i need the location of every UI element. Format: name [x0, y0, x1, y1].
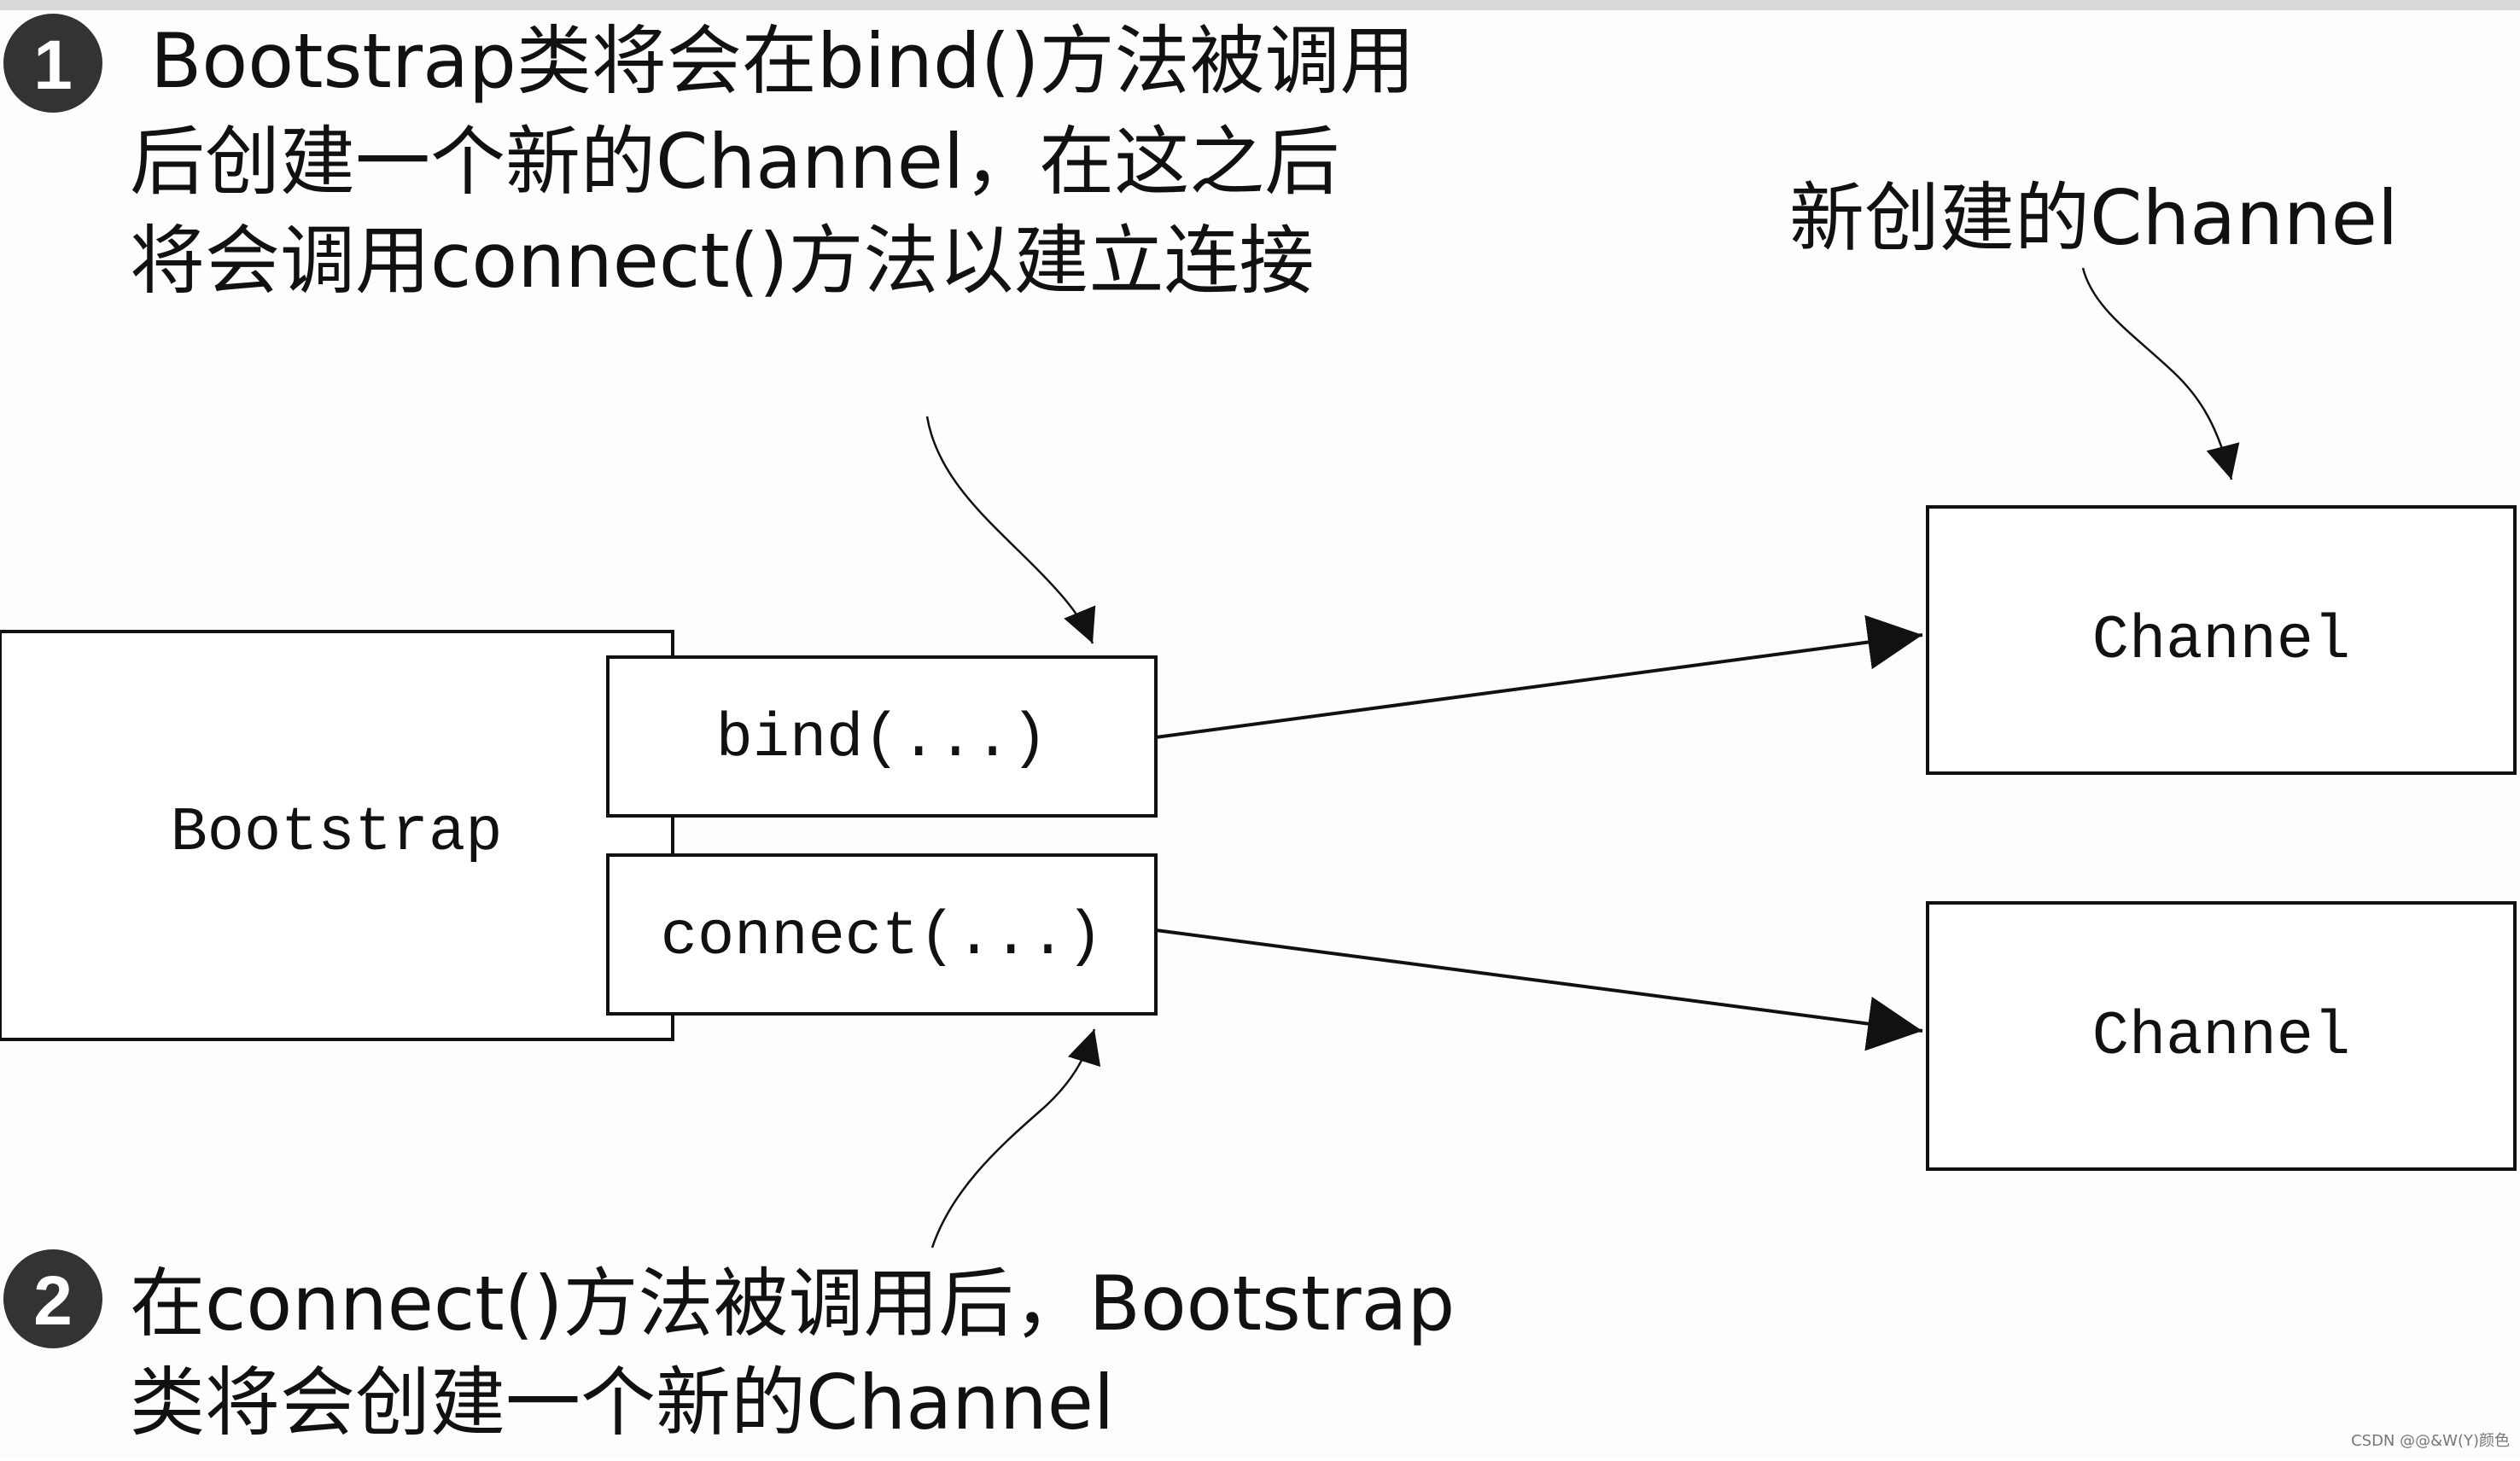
bootstrap-label: Bootstrap [171, 798, 503, 868]
new-channel-note: 新创建的Channel [1789, 174, 2398, 262]
channel-top-box [1926, 505, 2517, 775]
bind-to-channel-arrow [1155, 614, 1923, 739]
watermark: CSDN @@&W(Y)颜色 [2351, 1432, 2510, 1450]
connect-to-channel-arrow [1155, 928, 1923, 1051]
bootstrap-box [0, 630, 674, 1041]
callout-two-pointer-arrow [930, 1028, 1101, 1249]
connect-node: connect(...) [606, 853, 1158, 1016]
connect-label: connect(...) [661, 902, 1103, 972]
channel-bottom-box [1926, 901, 2517, 1171]
callout-one-badge [3, 14, 102, 113]
new-channel-pointer-arrow [2081, 267, 2240, 480]
callout-two-line-1: 在connect()方法被调用后，Bootstrap [130, 1260, 1455, 1347]
channel-top-label: Channel [2092, 606, 2350, 676]
channel-bottom-label: Channel [2092, 1002, 2350, 1072]
callout-two: 2 在connect()方法被调用后，Bootstrap 类将会创建一个新的Ch… [3, 1249, 1455, 1446]
new-channel-note-text: 新创建的Channel [1789, 174, 2398, 262]
callout-one-line-1: Bootstrap类将会在bind()方法被调用 [150, 17, 1415, 105]
bind-node: bind(...) [606, 655, 1158, 818]
channel-top-node: Channel [1926, 505, 2517, 775]
callout-one: 1 Bootstrap类将会在bind()方法被调用 后创建一个新的Channe… [3, 14, 1415, 305]
callout-one-line-3: 将会调用connect()方法以建立连接 [130, 217, 1314, 305]
bind-box [606, 655, 1158, 818]
callout-one-number: 1 [33, 26, 73, 104]
top-border-strip [0, 0, 2520, 10]
callout-two-line-2: 类将会创建一个新的Channel [130, 1359, 1114, 1446]
bind-label: bind(...) [716, 704, 1048, 774]
bootstrap-node: Bootstrap [0, 630, 674, 1041]
callout-two-number: 2 [33, 1262, 73, 1340]
connect-box [606, 853, 1158, 1016]
callout-one-line-2: 后创建一个新的Channel，在这之后 [130, 118, 1339, 206]
channel-bottom-node: Channel [1926, 901, 2517, 1171]
callout-two-badge [3, 1249, 102, 1348]
callout-one-pointer-arrow [925, 416, 1096, 644]
